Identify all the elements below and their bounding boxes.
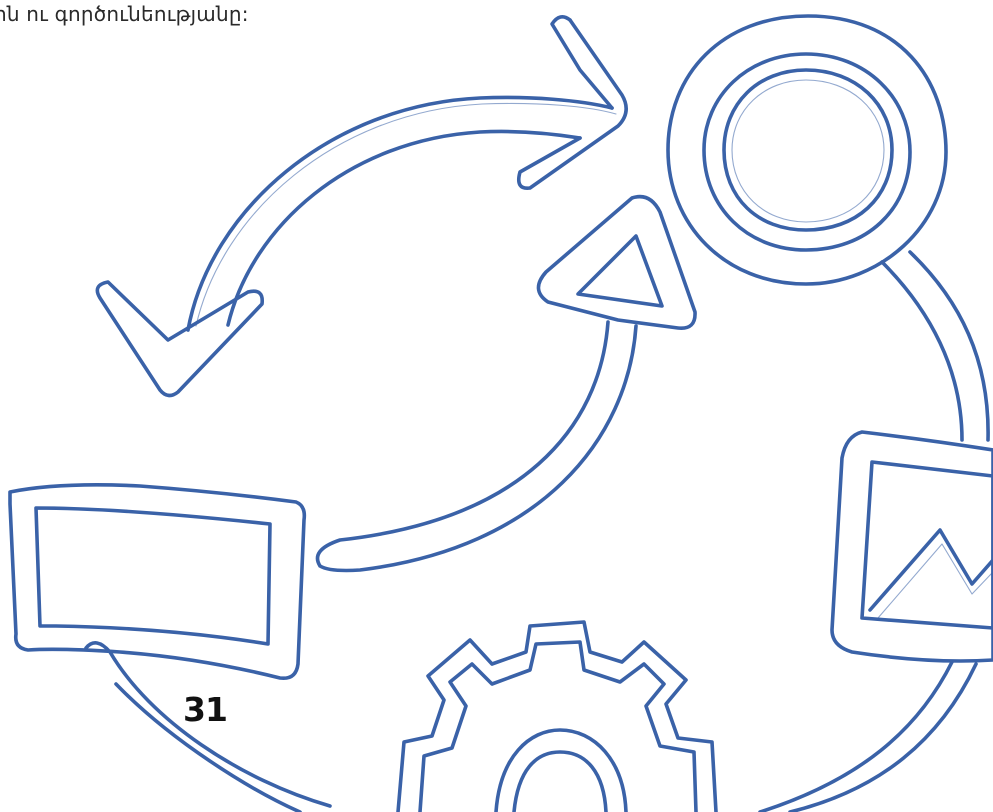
circle-outer	[668, 16, 946, 284]
gear-outer	[398, 622, 716, 812]
triangle-inner	[578, 236, 662, 306]
circle-inner-2	[732, 80, 884, 222]
magnifier-circle-icon	[668, 16, 946, 284]
triangle-arrow-icon	[318, 197, 696, 571]
image-frame-icon	[832, 432, 993, 661]
page-number: 31	[183, 690, 227, 729]
arrow-top-head-2	[552, 17, 612, 108]
gear-outer-2	[420, 642, 696, 812]
card-inner	[36, 508, 270, 644]
connector-bottom-right-arc	[760, 662, 976, 812]
gear-hub-inner	[514, 752, 606, 812]
curved-arrow-top-icon	[97, 17, 626, 396]
arc-right-outer	[910, 252, 988, 440]
gear-icon	[398, 622, 716, 812]
circle-mid	[704, 54, 910, 250]
frame-mountain	[870, 530, 993, 610]
blank-card-icon	[10, 485, 304, 678]
stroke-group	[10, 16, 993, 812]
circle-inner	[724, 70, 892, 230]
arrow-stem-outer	[318, 322, 637, 571]
arc-right-inner	[882, 262, 962, 440]
connector-right-arc	[882, 252, 988, 440]
arrow-top-inner	[228, 131, 580, 325]
arrow-left-head	[97, 282, 262, 396]
triangle-outer	[538, 197, 695, 329]
